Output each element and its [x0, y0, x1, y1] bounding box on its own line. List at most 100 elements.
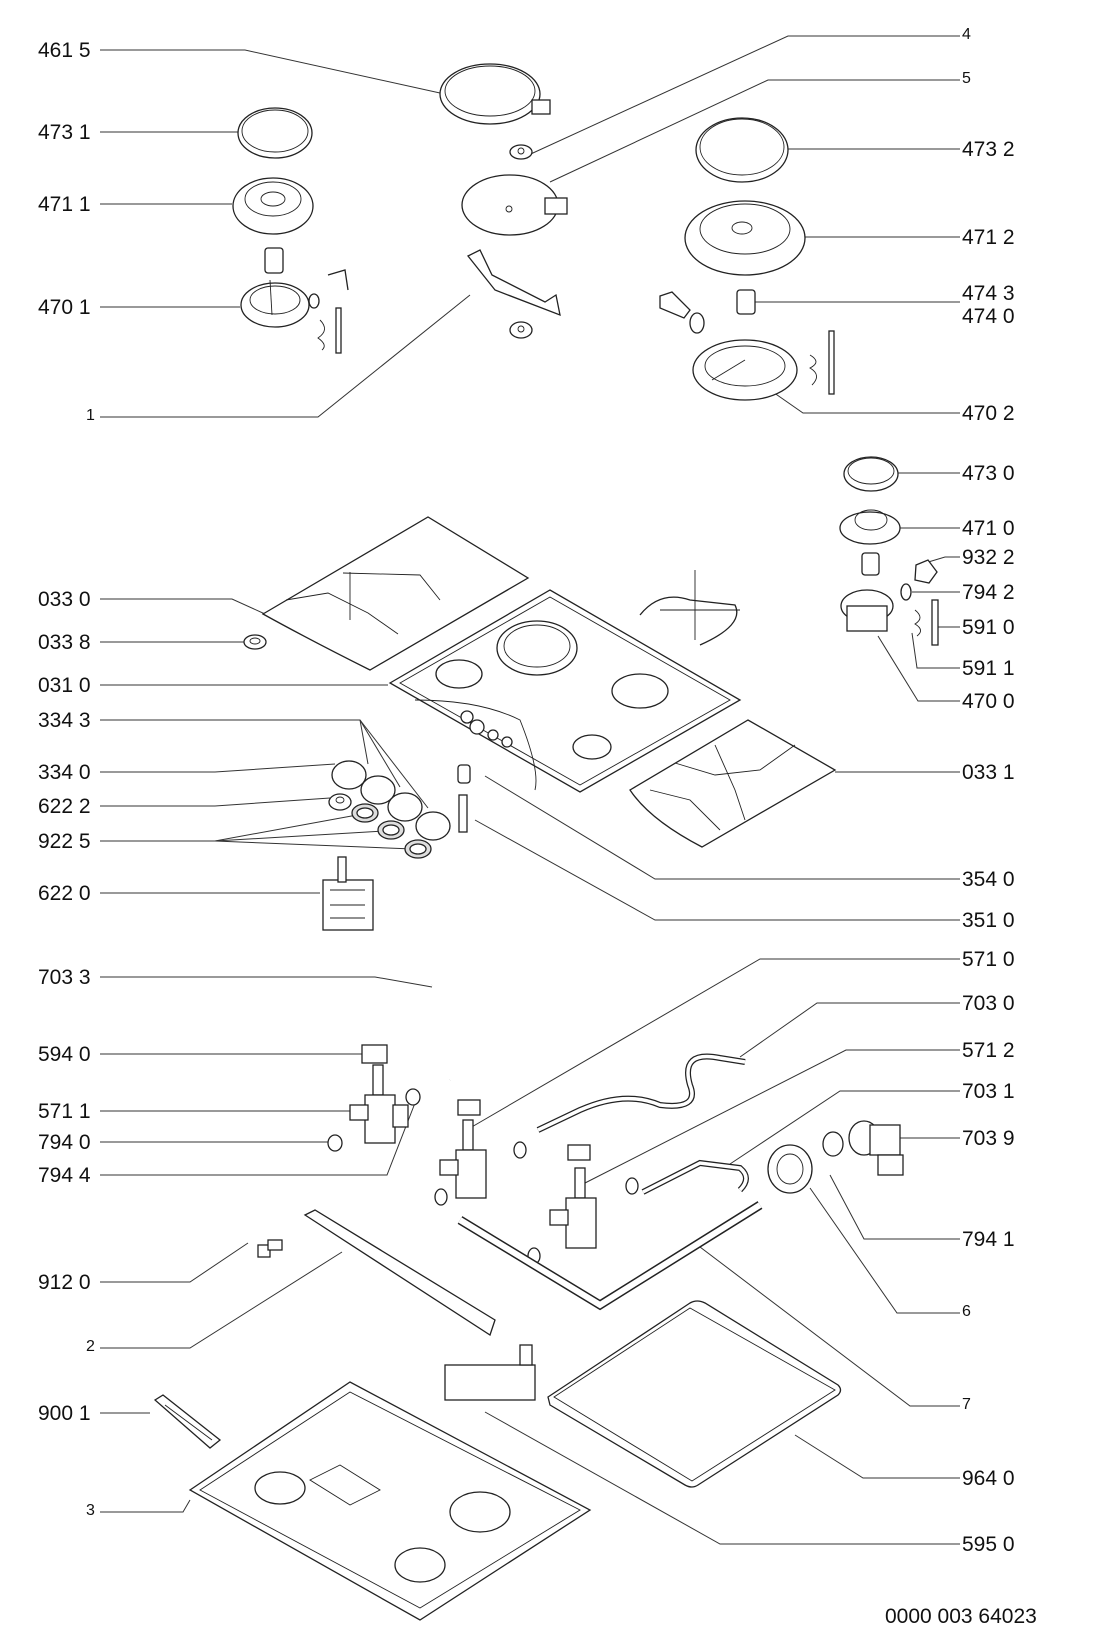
part-473-0-cap [843, 456, 899, 492]
part-922-5-bezels [351, 803, 432, 859]
leader-6 [809, 1187, 960, 1314]
label-470-1: 470 1 [38, 296, 91, 319]
label-591-0: 591 0 [962, 616, 1015, 639]
part-031-0-hob-top [388, 589, 742, 793]
part-473-1-cap [237, 107, 313, 159]
part-2-rail [303, 1209, 496, 1337]
part-033-1-pan-support [629, 719, 837, 848]
part-912-0-screw [257, 1239, 283, 1258]
leader-1 [100, 294, 471, 418]
leader-912-0 [100, 1242, 249, 1283]
label-033-8: 033 8 [38, 631, 91, 654]
part-1-bracket [466, 249, 561, 317]
part-794-4-ring [405, 1088, 421, 1106]
leader-7 [699, 1246, 960, 1407]
label-033-0: 033 0 [38, 588, 91, 611]
part-334-knobs [331, 760, 451, 841]
leader-703-1 [729, 1090, 960, 1165]
label-351-0: 351 0 [962, 909, 1015, 932]
leader-964-0 [794, 1434, 960, 1479]
part-354-0-button [457, 764, 471, 784]
label-571-0: 571 0 [962, 948, 1015, 971]
part-7-manifold-pipe [457, 1201, 763, 1311]
part-703-9-elbow [848, 1120, 904, 1176]
leader-470-0 [877, 635, 960, 702]
label-334-3: 334 3 [38, 709, 91, 732]
label-5: 5 [962, 70, 971, 87]
label-591-1: 591 1 [962, 657, 1015, 680]
part-6-nut [767, 1144, 813, 1194]
label-703-0: 703 0 [962, 992, 1015, 1015]
label-474-0: 474 0 [962, 305, 1015, 328]
label-3: 3 [86, 1502, 95, 1519]
label-703-1: 703 1 [962, 1080, 1015, 1103]
part-471-2-crown [684, 200, 806, 276]
label-033-1: 033 1 [962, 761, 1015, 784]
leader-354-0 [484, 775, 960, 880]
part-471-0-crown [839, 509, 901, 545]
label-794-0: 794 0 [38, 1131, 91, 1154]
leader-334-3c [359, 719, 429, 809]
part-461-5-wok-cap [439, 63, 551, 125]
part-clip-large [659, 291, 705, 334]
label-922-5: 922 5 [38, 830, 91, 853]
leader-922-5 [100, 814, 358, 842]
label-571-1: 571 1 [38, 1100, 91, 1123]
leader-571-0 [469, 958, 960, 1129]
part-703-3-pipe [431, 972, 503, 1082]
leader-470-2 [769, 389, 960, 414]
leader-5 [549, 79, 960, 183]
part-wok-support [639, 570, 740, 646]
label-571-2: 571 2 [962, 1039, 1015, 1062]
part-474-injector [736, 289, 756, 315]
label-6: 6 [962, 1303, 971, 1320]
document-number: 0000 003 64023 [885, 1605, 1037, 1628]
part-351-0-spring [458, 794, 468, 833]
part-5-heat-plate [461, 174, 568, 236]
part-932-2-clip [914, 559, 938, 584]
label-473-1: 473 1 [38, 121, 91, 144]
label-595-0: 595 0 [962, 1533, 1015, 1556]
leader-334-3b [359, 719, 401, 788]
leader-033-0 [100, 598, 266, 615]
part-470-2-body [692, 339, 798, 401]
part-794-1-ring [822, 1131, 844, 1157]
leader-571-2 [584, 1049, 960, 1184]
label-912-0: 912 0 [38, 1271, 91, 1294]
leader-4 [521, 35, 960, 159]
part-3-base-tray [188, 1381, 592, 1621]
part-injector-right [861, 552, 880, 576]
label-703-3: 703 3 [38, 966, 91, 989]
label-1: 1 [86, 407, 95, 424]
part-571-0-tap [439, 1099, 487, 1199]
part-571-1-tap [349, 1064, 409, 1144]
label-2: 2 [86, 1338, 95, 1355]
part-033-0-pan-support [261, 516, 530, 671]
label-334-0: 334 0 [38, 761, 91, 784]
part-thermocouple-large [809, 330, 835, 395]
part-470-0-body [840, 589, 894, 632]
leader-922-5c [214, 840, 414, 850]
label-471-0: 471 0 [962, 517, 1015, 540]
part-595-0-ignition-generator [444, 1344, 536, 1401]
leader-461-5 [100, 49, 441, 94]
part-473-2-cap [695, 117, 789, 183]
label-594-0: 594 0 [38, 1043, 91, 1066]
part-703-1-pipe [641, 1159, 749, 1195]
leader-3 [100, 1499, 191, 1513]
label-794-1: 794 1 [962, 1228, 1015, 1251]
part-703-0-pipe [536, 1053, 746, 1133]
leader-2 [100, 1251, 343, 1349]
label-794-2: 794 2 [962, 581, 1015, 604]
part-4-nut [509, 144, 533, 160]
label-7: 7 [962, 1396, 971, 1413]
leader-794-1 [829, 1174, 960, 1240]
part-622-0-ignition-switch [322, 856, 374, 931]
leader-595-0 [484, 1411, 960, 1545]
label-900-1: 900 1 [38, 1402, 91, 1425]
part-571-2-tap [549, 1144, 597, 1249]
part-thermocouple-small [308, 269, 349, 354]
label-471-1: 471 1 [38, 193, 91, 216]
label-622-0: 622 0 [38, 882, 91, 905]
label-473-2: 473 2 [962, 138, 1015, 161]
